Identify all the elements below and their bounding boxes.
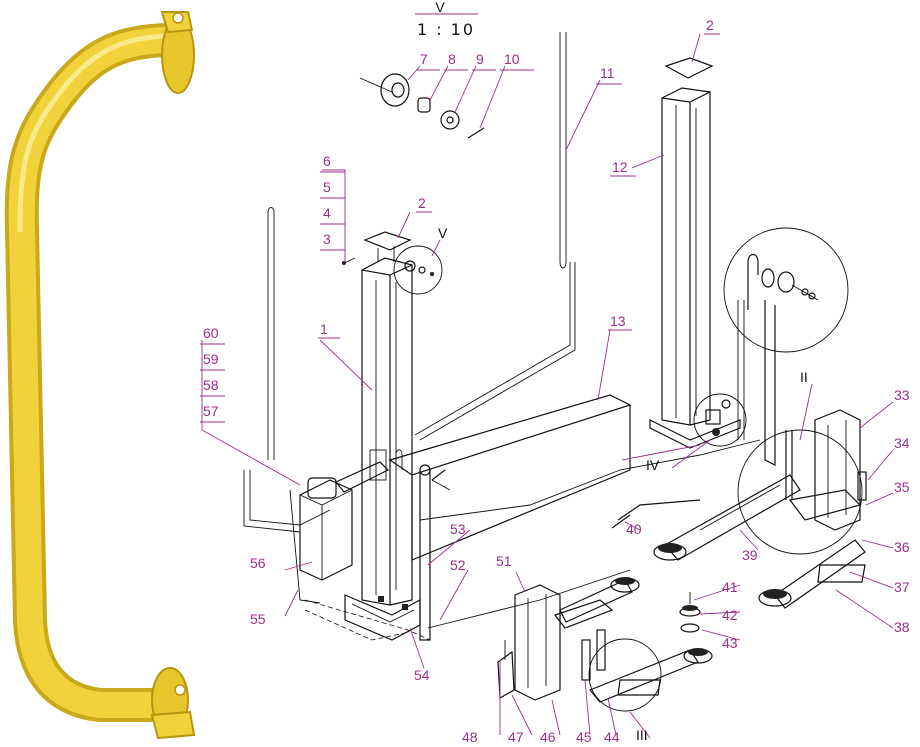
callout-43: 43 <box>722 635 738 651</box>
callout-12: 12 <box>612 159 628 175</box>
callout-58: 58 <box>203 377 219 393</box>
callout-33: 33 <box>894 387 910 403</box>
yellow-grab-handle <box>4 11 196 740</box>
callout-44: 44 <box>604 729 620 745</box>
callout-34: 34 <box>894 435 910 451</box>
callout-38: 38 <box>894 619 910 635</box>
callout-53: 53 <box>450 521 466 537</box>
callout-52: 52 <box>450 557 466 573</box>
callout-56: 56 <box>250 555 266 571</box>
callout-35: 35 <box>894 479 910 495</box>
section-marks: II III IV V <box>438 225 808 743</box>
callout-48: 48 <box>462 729 478 745</box>
callout-47: 47 <box>508 729 524 745</box>
callout-5: 5 <box>323 179 331 195</box>
detail-v-label: V <box>435 0 445 15</box>
callout-numbers: 1 2 2 3 4 5 6 7 8 9 10 11 12 13 33 34 35… <box>203 17 910 745</box>
safety-lock-detail-iv <box>693 393 747 447</box>
callout-59: 59 <box>203 351 219 367</box>
detail-v-scale: 1 : 10 <box>417 20 475 39</box>
callout-3: 3 <box>323 231 331 247</box>
callout-37: 37 <box>894 579 910 595</box>
left-column <box>344 231 421 641</box>
cables <box>243 32 761 629</box>
callout-45: 45 <box>576 729 592 745</box>
section-mark-v: V <box>438 225 448 241</box>
callout-7: 7 <box>420 51 428 67</box>
pulley-assembly-detail <box>723 227 849 466</box>
callout-9: 9 <box>476 51 484 67</box>
callout-6: 6 <box>323 153 331 169</box>
callout-underlines <box>200 33 720 423</box>
right-arm-carriage <box>611 409 867 609</box>
callout-8: 8 <box>448 51 456 67</box>
detail-v-scale-heading: V 1 : 10 <box>417 0 475 39</box>
section-mark-ii: II <box>800 369 808 385</box>
callout-54: 54 <box>414 667 430 683</box>
callout-36: 36 <box>894 539 910 555</box>
callout-41: 41 <box>722 579 738 595</box>
section-mark-iii: III <box>636 727 648 743</box>
callout-10: 10 <box>504 51 520 67</box>
callout-1: 1 <box>320 321 328 337</box>
callout-40: 40 <box>626 521 642 537</box>
callout-39: 39 <box>742 547 758 563</box>
callout-leaders <box>201 13 894 739</box>
detail-v-pulley-parts <box>341 73 485 295</box>
floor-cover-plate <box>388 394 632 561</box>
callout-57: 57 <box>203 403 219 419</box>
callout-2-right: 2 <box>706 17 714 33</box>
callout-2-left: 2 <box>418 195 426 211</box>
callout-55: 55 <box>250 611 266 627</box>
hydraulic-power-unit <box>289 449 451 641</box>
right-column <box>649 57 741 449</box>
callout-4: 4 <box>323 205 331 221</box>
callout-51: 51 <box>496 553 512 569</box>
callout-13: 13 <box>610 313 626 329</box>
callout-46: 46 <box>540 729 556 745</box>
callout-11: 11 <box>600 65 615 81</box>
section-mark-iv: IV <box>646 457 660 473</box>
callout-60: 60 <box>203 325 219 341</box>
left-arm-carriage <box>497 577 713 712</box>
callout-42: 42 <box>722 607 738 623</box>
